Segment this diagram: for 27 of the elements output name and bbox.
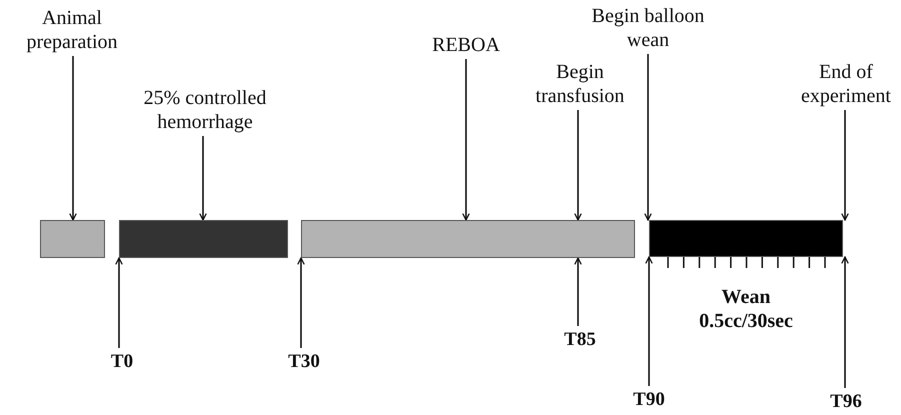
- arrow: [462, 59, 470, 221]
- time-point-label: T96: [830, 390, 862, 414]
- arrow: [115, 257, 123, 348]
- hemorrhage-bar: [119, 220, 288, 258]
- time-point-label: T0: [110, 350, 134, 374]
- phase-label: 25% controlled hemorrhage: [120, 86, 290, 134]
- arrow: [574, 257, 582, 326]
- preparation-bar: [40, 220, 105, 258]
- arrow: [199, 136, 207, 221]
- wean-bar: [649, 220, 843, 257]
- reboa-bar: [301, 220, 635, 258]
- phase-label: Animal preparation: [0, 6, 147, 54]
- phase-label: REBOA: [432, 33, 500, 57]
- time-point-label: T85: [564, 328, 596, 352]
- wean-rate-text: Wean 0.5cc/30sec: [698, 285, 794, 333]
- phase-label: Begin balloon wean: [580, 4, 716, 52]
- arrow: [841, 110, 849, 221]
- phase-label: End of experiment: [791, 60, 901, 108]
- arrow: [644, 54, 652, 221]
- arrow: [574, 110, 582, 221]
- time-point-label: T90: [633, 388, 665, 412]
- phase-label: Begin transfusion: [525, 60, 635, 108]
- arrow: [841, 256, 849, 388]
- time-point-label: T30: [288, 350, 320, 374]
- arrow: [69, 56, 77, 221]
- arrow: [645, 256, 653, 386]
- arrow: [297, 257, 305, 348]
